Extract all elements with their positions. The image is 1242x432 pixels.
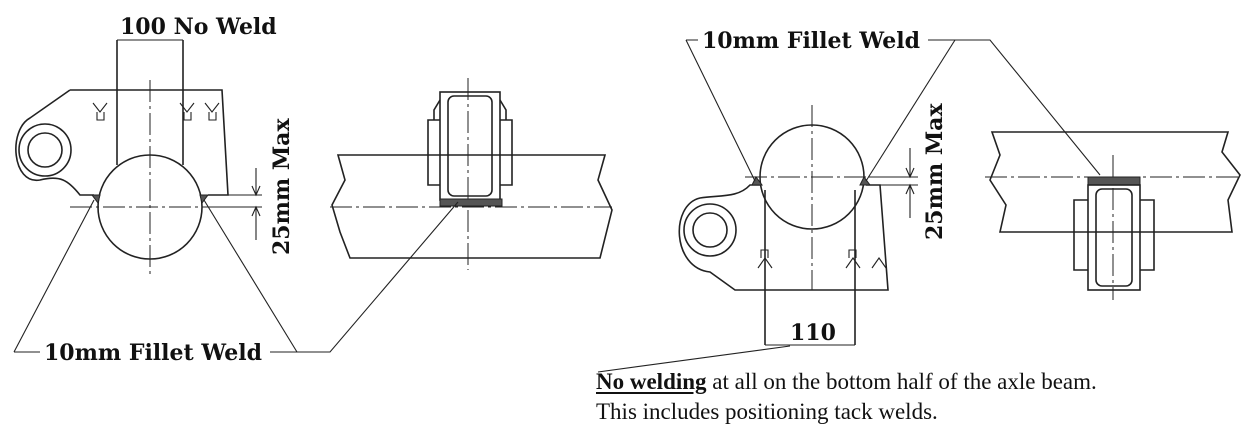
left-bracket-view — [15, 39, 262, 275]
left-side-view — [330, 78, 613, 270]
left-max-arrow-top — [251, 168, 261, 197]
note-emphasis: No welding — [596, 369, 707, 394]
leader-top-left — [685, 39, 756, 182]
weld-symbol-2 — [179, 102, 195, 121]
leader-to-side-weld — [270, 201, 459, 353]
no-weld-label: 100 No Weld — [120, 14, 277, 40]
note-line1-rest: at all on the bottom half of the axle be… — [706, 369, 1097, 394]
left-eye-inner — [27, 132, 63, 168]
right-side-weld — [1087, 176, 1141, 186]
left-bracket-inner — [447, 95, 493, 197]
left-max-arrow-bottom — [251, 205, 261, 240]
left-weld-bead-2 — [199, 194, 209, 205]
leader-to-weld-1 — [13, 199, 95, 353]
left-weld-bead-1 — [91, 194, 101, 205]
right-leaders — [597, 39, 1101, 373]
max-right-label: 25mm Max — [922, 103, 948, 240]
right-bracket-view — [678, 105, 918, 346]
weld-symbol-3 — [204, 102, 220, 121]
right-hanger-outline — [678, 184, 889, 291]
note-line-2: This includes positioning tack welds. — [596, 399, 938, 424]
leader-to-right-side-weld — [928, 39, 1101, 176]
right-bracket-block — [1087, 184, 1141, 291]
right-weld-bead-2 — [859, 176, 871, 186]
left-eye-outer — [18, 123, 72, 177]
leader-no-welding — [597, 345, 791, 373]
leader-to-weld-2 — [203, 199, 298, 353]
max-left-label: 25mm Max — [269, 118, 295, 255]
right-side-view — [985, 131, 1242, 300]
no-welding-note: No welding at all on the bottom half of … — [596, 367, 1097, 427]
left-bracket-block — [439, 91, 501, 201]
fillet-weld-bottom-label: 10mm Fillet Weld — [44, 340, 262, 366]
left-leaders — [13, 199, 459, 353]
dim-110-label: 110 — [790, 320, 836, 346]
left-side-weld — [439, 198, 503, 207]
weld-symbol-4 — [757, 249, 773, 269]
weld-symbol-1 — [92, 102, 108, 121]
weld-symbol-5 — [845, 249, 861, 269]
right-bracket-flanges — [1073, 199, 1155, 271]
fillet-weld-top-label: 10mm Fillet Weld — [702, 28, 920, 54]
right-eye-outer — [683, 203, 737, 257]
left-beam-outline — [331, 154, 613, 259]
right-max-arrow-top — [905, 148, 915, 179]
right-beam-outline — [989, 131, 1241, 233]
weld-symbol-6 — [871, 257, 887, 269]
right-bracket-inner — [1095, 188, 1133, 287]
leader-top-right — [865, 39, 956, 182]
left-bracket-chamfers — [433, 99, 507, 120]
left-hanger-outline — [15, 89, 229, 196]
right-max-arrow-bottom — [905, 183, 915, 218]
note-line-1: No welding at all on the bottom half of … — [596, 367, 1097, 397]
right-weld-bead-1 — [751, 176, 763, 186]
right-eye-inner — [692, 212, 728, 248]
